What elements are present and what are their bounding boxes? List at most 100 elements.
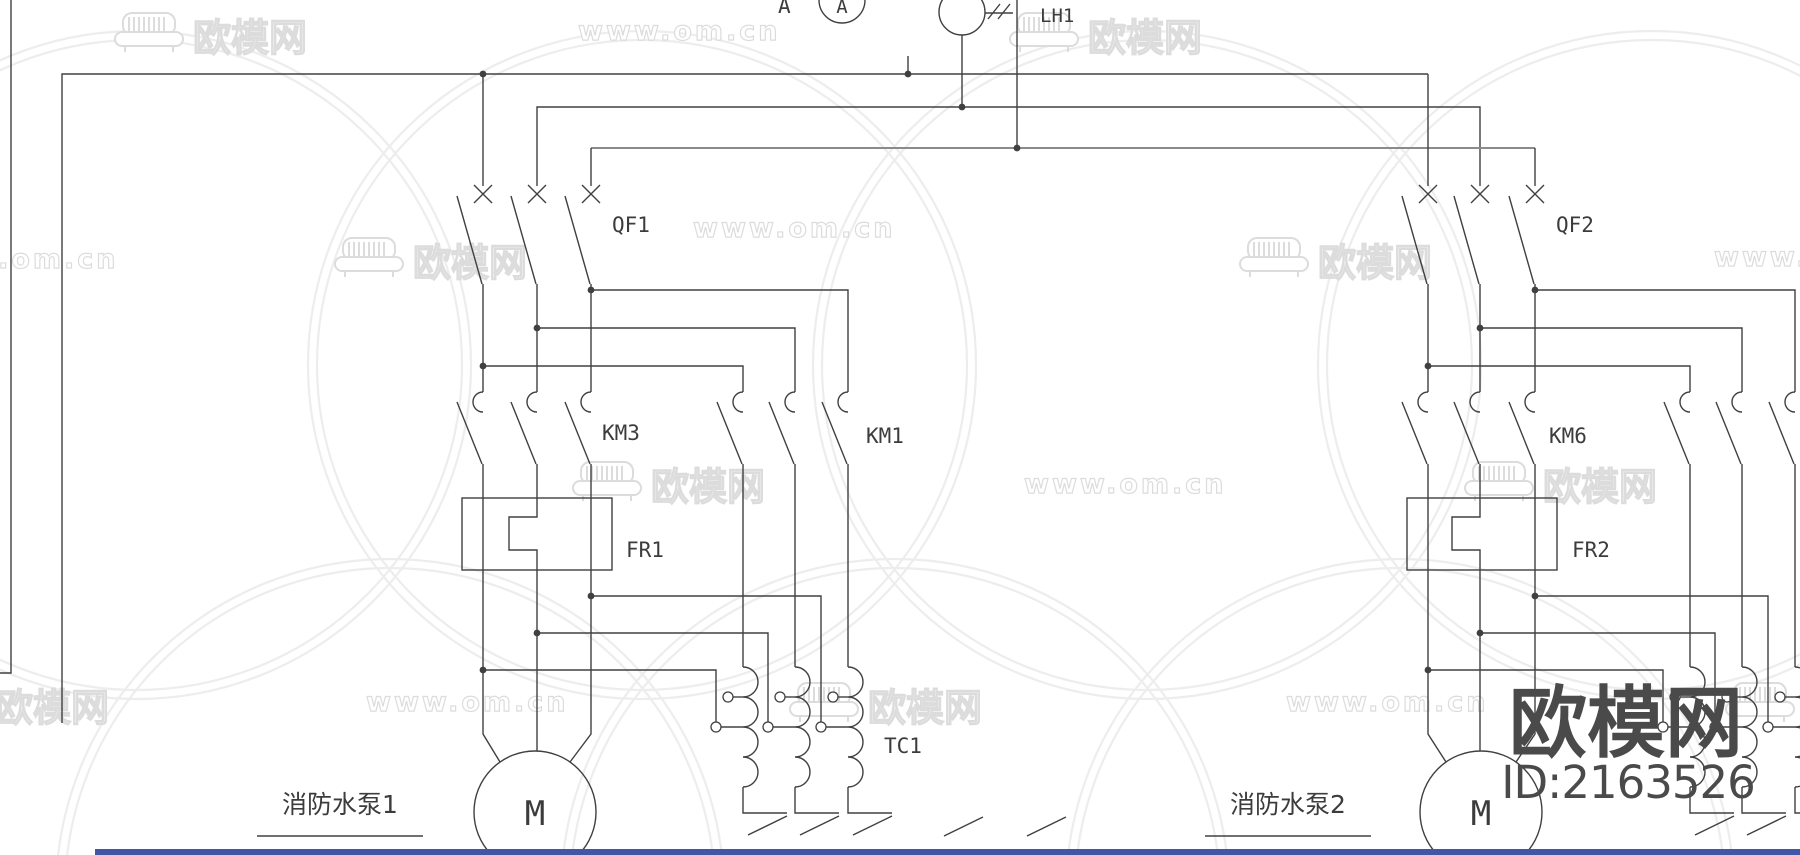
breaker-qf2 <box>1401 184 1545 392</box>
contact-arc-icons <box>1679 391 1796 413</box>
fr2-label: FR2 <box>1572 538 1610 562</box>
contact-arc-icons <box>1417 391 1536 413</box>
fr1-label: FR1 <box>626 538 664 562</box>
contact-outputs <box>482 464 592 498</box>
tap-terminal <box>1762 721 1774 733</box>
motor-1-circle <box>473 750 597 855</box>
contactor-km1 <box>716 391 849 667</box>
coil-icon <box>847 666 864 788</box>
qf2-label: QF2 <box>1556 213 1594 237</box>
branch-feeds-left <box>483 289 849 392</box>
qf1-label: QF1 <box>612 213 650 237</box>
label-layer: A A LH1 QF1 QF2 KM3 KM1 KM6 FR1 FR2 TC1 … <box>282 0 1610 834</box>
breaker-blades <box>456 195 591 285</box>
motor-1-letter: M <box>525 794 545 834</box>
transformer-right <box>1657 666 1800 836</box>
watermark-url: www.om.cn <box>1024 469 1227 500</box>
watermark-logo-text: 欧模网 <box>1088 16 1202 60</box>
motor-2-letter: M <box>1471 794 1491 834</box>
image-id-text: ID:2163526 <box>1501 756 1755 809</box>
watermark-logo: 欧模网 <box>334 237 528 286</box>
watermark-logo-text: 欧模网 <box>868 686 982 730</box>
watermark-layer: 欧模网 欧模网 欧模网 欧模网 欧模网 欧模网 欧模网 欧模网 欧模网 www.… <box>0 12 1800 855</box>
km3-label: KM3 <box>602 421 640 445</box>
coil-icon <box>742 666 759 788</box>
relay-elements <box>482 498 592 570</box>
tap-terminal <box>815 721 827 733</box>
star-switch-blades <box>1694 815 1787 836</box>
tap-terminal <box>710 721 722 733</box>
watermark-url: www.om.cn <box>1286 687 1489 718</box>
feeder-buses <box>0 0 1536 723</box>
ammeter-letter: A <box>836 0 848 18</box>
contact-outputs <box>1689 464 1796 667</box>
site-logo-text: 欧模网 <box>1509 679 1743 769</box>
watermark-logo-text: 欧模网 <box>193 16 307 60</box>
bus1-drops <box>482 74 1429 186</box>
watermark-url: www.om.cn <box>693 213 896 244</box>
ammeter-icon <box>818 0 866 24</box>
tap-terminal <box>722 691 734 703</box>
contact-blades <box>716 401 848 465</box>
contactor-km3 <box>456 391 592 498</box>
watermark-logo-text: 欧模网 <box>413 241 527 285</box>
metering-group <box>479 0 1021 152</box>
meter-icon <box>938 0 986 36</box>
km6-label: KM6 <box>1549 424 1587 448</box>
bottom-bar <box>95 849 1800 855</box>
watermark-url: www.om.cn <box>1714 242 1800 273</box>
contact-blades <box>456 401 591 465</box>
breaker-outputs <box>482 284 592 392</box>
branch-feeds-right <box>1428 289 1796 392</box>
watermark-logo: 欧模网 <box>1464 461 1658 510</box>
tc1-label: TC1 <box>884 734 922 758</box>
breaker-outputs <box>1427 284 1536 392</box>
pump-2-label: 消防水泵2 <box>1230 790 1346 819</box>
coil-bottom-leads <box>1689 787 1800 814</box>
phase-bus-2 <box>536 106 1481 186</box>
meter-a-label: A <box>778 0 791 18</box>
contact-outputs <box>1427 464 1536 498</box>
watermark-logo: 欧模网 <box>789 682 983 731</box>
watermark-logo: 欧模网 <box>114 12 308 61</box>
watermark-logo-text: 欧模网 <box>1318 241 1432 285</box>
contactor-right-2 <box>1663 391 1796 667</box>
contact-blades <box>1401 401 1535 465</box>
watermark-url: www.om.cn <box>366 687 569 718</box>
tc1-tap-feeds <box>483 595 822 722</box>
lh1-label: LH1 <box>1040 5 1074 27</box>
pump-1-label: 消防水泵1 <box>282 790 398 819</box>
contact-blades <box>1663 401 1795 465</box>
tap-terminal <box>774 691 786 703</box>
bus3-drops <box>590 148 1536 186</box>
thermal-relay-fr2 <box>1406 497 1558 571</box>
phase-bus-1 <box>61 73 1428 723</box>
tap-terminal <box>1774 691 1786 703</box>
relay-elements <box>1427 498 1536 570</box>
site-branding: 欧模网 ID:2163526 <box>1501 679 1756 809</box>
breaker-x-icons <box>473 184 601 204</box>
feeder-riser-1 <box>0 0 12 674</box>
tap-terminal <box>827 691 839 703</box>
contact-arc-icons <box>472 391 592 413</box>
watermark-logo-text: 欧模网 <box>651 465 765 509</box>
breaker-qf1 <box>456 184 601 392</box>
watermark-logo-text: 欧模网 <box>1543 465 1657 509</box>
coil-icon <box>1794 666 1800 788</box>
km1-label: KM1 <box>866 424 904 448</box>
contact-arc-icons <box>732 391 849 413</box>
tc2-tap-feeds <box>1428 595 1769 722</box>
motor-2-circle <box>1419 750 1543 855</box>
star-switch-blades <box>747 815 893 836</box>
watermark-logo: 欧模网 <box>1009 12 1203 61</box>
motor2-feeds <box>1427 570 1536 763</box>
watermark-circles <box>0 29 1800 855</box>
contactor-km6 <box>1401 391 1536 498</box>
tap-terminal <box>762 721 774 733</box>
breaker-x-icons <box>1418 184 1545 204</box>
watermark-logo: 欧模网 <box>1239 237 1433 286</box>
coil-bottom-leads <box>742 787 892 814</box>
